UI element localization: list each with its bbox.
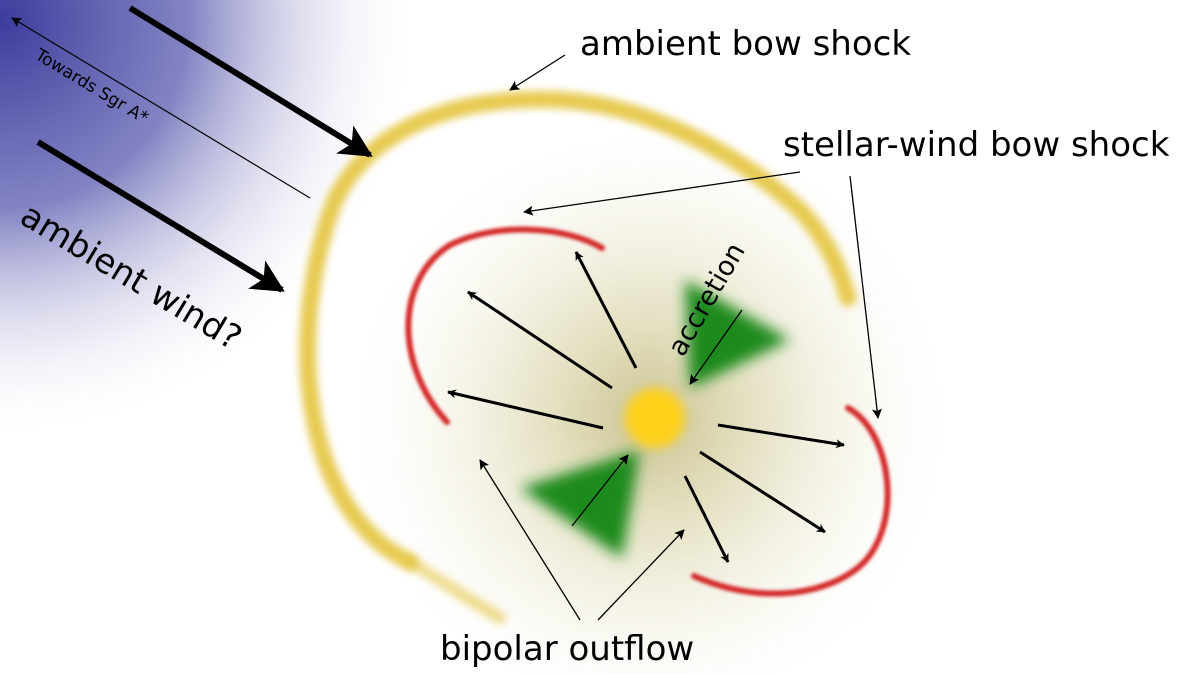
outflow-arrows — [447, 251, 845, 563]
ambient-bow-shock — [299, 90, 857, 571]
accretion-arrow-upper — [689, 309, 743, 385]
stellar-wind-pointer-right — [849, 175, 882, 419]
ambient-wind-arrow-1 — [128, 5, 373, 158]
stellar-wind-bow-shock-left — [405, 226, 605, 425]
stellar-wind-pointer-left — [523, 171, 801, 216]
towards-sgr-a-arrow — [11, 17, 311, 199]
accretion-disk-upper — [685, 280, 790, 388]
label-bipolar-outflow: bipolar outflow — [440, 629, 694, 669]
central-star — [625, 388, 685, 448]
outflow-arrow-6 — [683, 475, 730, 563]
accretion-arrow-lower — [571, 454, 629, 527]
bipolar-outflow-pointer-right — [597, 529, 685, 621]
bipolar-outflow-pointer-left — [479, 459, 581, 621]
ambient-bow-shock-pointer — [509, 54, 566, 91]
label-ambient-bow-shock: ambient bow shock — [580, 24, 911, 64]
ambient-wind-arrow-2 — [36, 139, 285, 293]
ambient-bow-shock-tail — [404, 556, 506, 624]
label-stellar-wind-bow-shock: stellar-wind bow shock — [783, 125, 1170, 165]
outflow-arrow-4 — [717, 423, 845, 449]
outflow-arrow-5 — [699, 450, 826, 534]
outflow-arrow-2 — [574, 251, 638, 369]
outflow-arrow-1 — [467, 290, 613, 390]
outflow-arrow-3 — [447, 389, 604, 430]
stellar-wind-bow-shock-right — [691, 405, 891, 597]
